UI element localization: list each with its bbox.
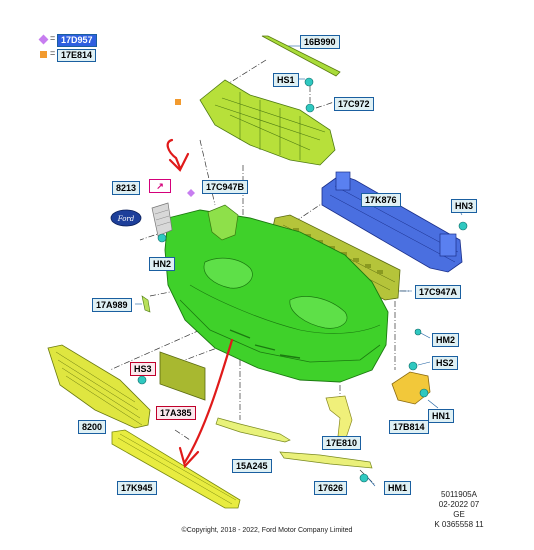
callout-8200[interactable]: 8200 bbox=[78, 420, 107, 434]
callout-17a385[interactable]: 17A385 bbox=[156, 406, 196, 420]
lower-bracket-17e810 bbox=[325, 395, 353, 439]
ford-badge bbox=[110, 209, 142, 227]
side-trim-strip bbox=[215, 417, 291, 443]
lower-grille-insert bbox=[111, 429, 241, 509]
callout-17626[interactable]: 17626 bbox=[314, 481, 348, 495]
callout-17c947a[interactable]: 17C947A bbox=[415, 285, 462, 299]
red-annotation-arrows bbox=[166, 138, 234, 469]
copyright-notice: ©Copyright, 2018 - 2022, Ford Motor Comp… bbox=[181, 527, 353, 534]
callout-17e810[interactable]: 17E810 bbox=[322, 436, 362, 450]
orange-marker bbox=[175, 99, 181, 105]
callout-hm1[interactable]: HM1 bbox=[384, 481, 412, 495]
ford-badge-script: Ford bbox=[117, 215, 135, 223]
bumper-cover bbox=[164, 209, 389, 383]
callout-hn3[interactable]: HN3 bbox=[451, 199, 478, 213]
reference-number: 5011905A bbox=[441, 490, 477, 499]
callout-17k876[interactable]: 17K876 bbox=[361, 193, 401, 207]
upper-shield-strip bbox=[261, 35, 341, 77]
callout-16b990[interactable]: 16B990 bbox=[300, 35, 340, 49]
callout-hm2[interactable]: HM2 bbox=[432, 333, 460, 347]
lower-grille bbox=[47, 344, 151, 429]
upper-bracket bbox=[199, 79, 336, 166]
license-plate-bracket bbox=[159, 351, 206, 401]
callout-17c972[interactable]: 17C972 bbox=[334, 97, 374, 111]
camera-bracket bbox=[151, 202, 173, 237]
legend-label-optional[interactable]: 17E814 bbox=[57, 49, 97, 62]
legend-square-icon bbox=[40, 51, 47, 58]
callout-17k945[interactable]: 17K945 bbox=[117, 481, 157, 495]
left-support-bracket bbox=[207, 204, 239, 241]
reinforcement-beam bbox=[321, 171, 463, 273]
lower-lip-spoiler bbox=[279, 451, 373, 469]
callout-camera-icon[interactable]: ↗ bbox=[149, 179, 171, 193]
callout-hs1[interactable]: HS1 bbox=[273, 73, 299, 87]
reference-code: K 0365558 11 bbox=[434, 520, 484, 529]
callout-17b814[interactable]: 17B814 bbox=[389, 420, 429, 434]
retainer-pin bbox=[141, 295, 151, 313]
fasteners bbox=[137, 77, 468, 483]
callout-17c947b[interactable]: 17C947B bbox=[202, 180, 249, 194]
legend-equals: = bbox=[50, 48, 56, 58]
legend-equals: = bbox=[50, 33, 56, 43]
legend-label-variant[interactable]: 17D957 bbox=[57, 34, 97, 47]
reference-market: GE bbox=[453, 510, 465, 519]
callout-8213[interactable]: 8213 bbox=[112, 181, 141, 195]
callout-15a245[interactable]: 15A245 bbox=[232, 459, 272, 473]
callout-17a989[interactable]: 17A989 bbox=[92, 298, 132, 312]
side-bracket-17b814 bbox=[391, 371, 431, 405]
callout-hs3[interactable]: HS3 bbox=[130, 362, 156, 376]
callout-hn2[interactable]: HN2 bbox=[149, 257, 176, 271]
callout-hs2[interactable]: HS2 bbox=[432, 356, 458, 370]
reference-date: 02-2022 07 bbox=[438, 500, 480, 509]
violet-marker bbox=[187, 189, 195, 197]
callout-hn1[interactable]: HN1 bbox=[428, 409, 455, 423]
